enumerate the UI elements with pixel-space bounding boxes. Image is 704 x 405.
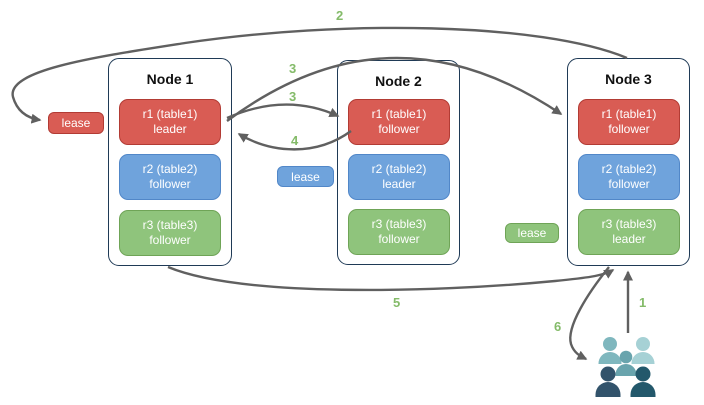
arrow-step-5-node1-to-node3 <box>167 265 615 292</box>
lease-badge-r1: lease <box>48 112 104 134</box>
node-2-title: Node 2 <box>375 73 422 89</box>
node-1: Node 1 r1 (table1) leader r2 (table2) fo… <box>108 58 232 266</box>
step-label-1: 1 <box>639 295 647 310</box>
users-group-icon <box>595 337 656 397</box>
replica-label: r3 (table3) follower <box>142 218 198 247</box>
node-1-replica-r3-follower: r3 (table3) follower <box>119 210 221 256</box>
node-3-title: Node 3 <box>605 71 652 87</box>
step-label-2: 2 <box>336 8 344 23</box>
lease-badge-r2: lease <box>277 166 334 187</box>
node-1-replica-r2-follower: r2 (table2) follower <box>119 154 221 200</box>
lease-badge-r3: lease <box>505 223 559 243</box>
arrow-step-2-node3-to-lease <box>11 26 628 124</box>
step-label-6: 6 <box>554 319 562 334</box>
step-label-4: 4 <box>291 133 299 148</box>
replica-label: r1 (table1) follower <box>371 107 427 136</box>
node-2: Node 2 r1 (table1) follower r2 (table2) … <box>337 60 460 265</box>
node-1-title: Node 1 <box>146 71 194 87</box>
node-3: Node 3 r1 (table1) follower r2 (table2) … <box>567 58 690 266</box>
replica-label: r1 (table1) leader <box>142 107 198 136</box>
step-label-3-to-node2: 3 <box>289 89 297 104</box>
step-label-3-to-node3: 3 <box>289 61 297 76</box>
replica-label: r3 (table3) follower <box>371 217 427 246</box>
node-1-replica-r1-leader: r1 (table1) leader <box>119 99 221 145</box>
lease-label: lease <box>61 116 91 130</box>
node-2-replica-r3-follower: r3 (table3) follower <box>348 209 450 255</box>
replica-label: r2 (table2) follower <box>142 162 198 191</box>
node-2-replica-r1-follower: r1 (table1) follower <box>348 99 450 145</box>
lease-label: lease <box>517 226 547 240</box>
step-label-5: 5 <box>393 295 401 310</box>
node-3-replica-r3-leader: r3 (table3) leader <box>578 209 680 255</box>
replica-label: r1 (table1) follower <box>601 107 657 136</box>
node-3-replica-r2-follower: r2 (table2) follower <box>578 154 680 200</box>
replica-label: r3 (table3) leader <box>601 217 657 246</box>
node-2-replica-r2-leader: r2 (table2) leader <box>348 154 450 200</box>
lease-label: lease <box>291 169 320 184</box>
arrow-step-6-node3-to-users <box>569 266 610 361</box>
arrow-step-3-node1-to-node2 <box>226 103 340 120</box>
replica-label: r2 (table2) follower <box>601 162 657 191</box>
node-3-replica-r1-follower: r1 (table1) follower <box>578 99 680 145</box>
replica-label: r2 (table2) leader <box>371 162 427 191</box>
